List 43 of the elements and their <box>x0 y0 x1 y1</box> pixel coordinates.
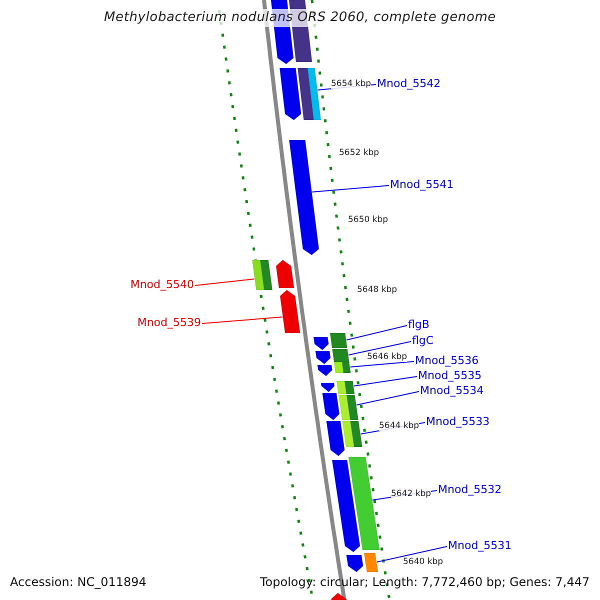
leader-line <box>312 185 390 192</box>
gene-label: Mnod_5542 <box>377 77 441 90</box>
leader-line <box>346 325 408 340</box>
gene-feature <box>342 420 362 448</box>
footer-text: Accession: NC_011894 <box>10 575 146 589</box>
gene-feature <box>280 290 300 334</box>
leader-line <box>350 361 414 368</box>
gene-label: Mnod_5534 <box>420 384 484 397</box>
scale-label: 5646 kbp <box>367 352 408 362</box>
gene-label: Mnod_5541 <box>390 178 454 191</box>
leader-line <box>194 278 255 286</box>
gene-label: Mnod_5540 <box>130 278 194 291</box>
leader-line <box>356 391 420 406</box>
scale-label: 5652 kbp <box>339 148 380 158</box>
scale-label: 5654 kbp <box>331 79 372 89</box>
scale-label: 5648 kbp <box>357 285 398 295</box>
footer-text: Topology: circular; Length: 7,772,460 bp; Genes: 7,447 <box>260 575 590 589</box>
gene-label: Mnod_5539 <box>137 316 201 329</box>
gene-label: flgB <box>408 318 430 331</box>
gene-feature <box>252 260 273 290</box>
gene-label: Mnod_5536 <box>415 354 479 367</box>
gene-feature <box>307 68 322 120</box>
gene-feature <box>348 456 380 550</box>
leader-line <box>353 376 418 386</box>
gene-label: flgC <box>412 334 434 347</box>
scale-label: 5644 kbp <box>379 421 420 431</box>
gene-label: Mnod_5532 <box>438 483 502 496</box>
gene-feature <box>338 394 359 420</box>
gene-label: Mnod_5533 <box>426 415 490 428</box>
gene-feature <box>332 460 360 552</box>
scale-label: 5640 kbp <box>403 557 444 567</box>
gene-feature <box>288 140 320 256</box>
gene-feature <box>336 380 355 394</box>
gene-feature <box>364 552 378 572</box>
leader-line <box>376 546 448 562</box>
gene-feature <box>334 362 351 374</box>
scale-label: 5650 kbp <box>348 215 388 225</box>
scale-label: 5642 kbp <box>391 489 432 499</box>
gene-label: Mnod_5531 <box>448 539 512 552</box>
leader-line <box>348 341 412 356</box>
leader-line <box>202 316 283 324</box>
gene-feature <box>330 332 348 348</box>
gene-label: Mnod_5535 <box>418 369 482 382</box>
